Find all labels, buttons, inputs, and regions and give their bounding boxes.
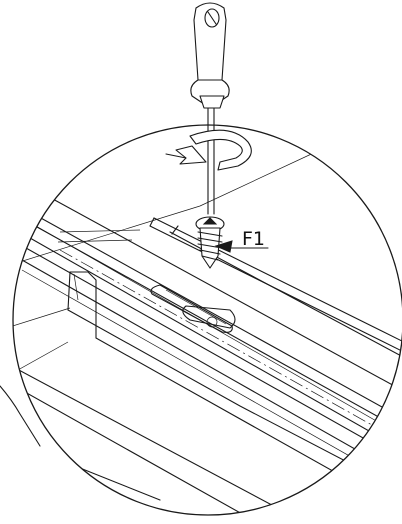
screwdriver-icon [190, 2, 230, 215]
clockwise-rotation-arrow-icon [165, 129, 252, 171]
detail-leader-line [0, 385, 41, 447]
detail-view [13, 149, 402, 515]
callout-label-f1: F1 [242, 228, 265, 250]
housing-profile [13, 305, 301, 515]
callout-leader [214, 240, 269, 253]
